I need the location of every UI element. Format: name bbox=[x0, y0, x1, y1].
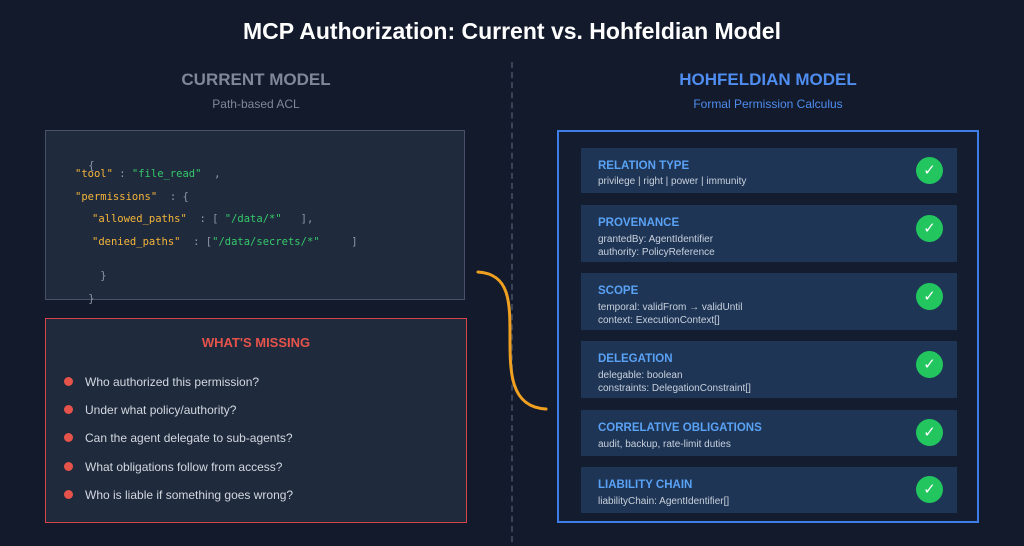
center-divider bbox=[511, 62, 513, 542]
bullet-dot-icon bbox=[64, 433, 73, 443]
hohfeldian-model-heading: HOHFELDIAN MODEL bbox=[679, 70, 857, 89]
card-title: PROVENANCE bbox=[598, 217, 680, 229]
code-token: ] bbox=[319, 236, 358, 248]
card-line: grantedBy: AgentIdentifier bbox=[598, 234, 714, 245]
connector-path bbox=[476, 270, 548, 411]
code-token: : bbox=[112, 168, 132, 180]
card-title: RELATION TYPE bbox=[598, 160, 690, 172]
code-line-4: "allowed_paths" : [ "/data/*" ], bbox=[92, 213, 313, 225]
code-line-5: "denied_paths" : ["/data/secrets/*" ] bbox=[92, 236, 358, 248]
code-line-3: "permissions" : { bbox=[75, 191, 189, 203]
whats-missing-panel: WHAT'S MISSING Who authorized this permi… bbox=[45, 318, 467, 523]
missing-item-label: Who is liable if something goes wrong? bbox=[85, 488, 294, 502]
scope-card: SCOPE temporal: validFrom → validUntil c… bbox=[581, 273, 957, 330]
whats-missing-title: WHAT'S MISSING bbox=[201, 335, 311, 350]
bullet-dot-icon bbox=[64, 377, 73, 387]
bullet-dot-icon bbox=[64, 490, 73, 500]
card-title: CORRELATIVE OBLIGATIONS bbox=[598, 422, 762, 434]
relation-type-card: RELATION TYPE privilege | right | power … bbox=[581, 148, 957, 193]
check-icon: ✓ bbox=[916, 476, 943, 503]
code-token: , bbox=[201, 168, 221, 180]
provenance-card: PROVENANCE grantedBy: AgentIdentifier au… bbox=[581, 205, 957, 262]
hohfeldian-panel: RELATION TYPE privilege | right | power … bbox=[557, 130, 979, 523]
acl-code-block: { "tool" : "file_read" , "permissions" :… bbox=[45, 130, 465, 305]
card-line: liabilityChain: AgentIdentifier[] bbox=[598, 496, 730, 507]
card-line: temporal: validFrom → validUntil bbox=[598, 302, 743, 313]
liability-chain-card: LIABILITY CHAIN liabilityChain: AgentIde… bbox=[581, 467, 957, 513]
current-model-subheading: Path-based ACL bbox=[212, 97, 300, 111]
code-token: "permissions" bbox=[75, 191, 158, 203]
code-token: "/data/secrets/*" bbox=[212, 236, 320, 248]
code-token: { bbox=[88, 160, 95, 172]
code-token: "file_read" bbox=[131, 168, 202, 180]
code-line-6: } bbox=[75, 258, 107, 294]
code-token: : [ bbox=[180, 236, 213, 248]
code-token: } bbox=[100, 270, 107, 282]
missing-item-label: Can the agent delegate to sub-agents? bbox=[85, 431, 293, 445]
check-icon: ✓ bbox=[916, 215, 943, 242]
code-line-2: "tool" : "file_read" , bbox=[75, 168, 220, 180]
card-title: DELEGATION bbox=[598, 353, 673, 365]
code-line-1: { bbox=[63, 148, 95, 184]
code-token: "allowed_paths" bbox=[92, 213, 187, 225]
missing-item-label: Under what policy/authority? bbox=[85, 403, 237, 417]
card-line: privilege | right | power | immunity bbox=[598, 176, 747, 187]
card-title: LIABILITY CHAIN bbox=[598, 479, 693, 491]
code-token: "denied_paths" bbox=[92, 236, 181, 248]
check-icon: ✓ bbox=[916, 351, 943, 378]
code-token: : [ bbox=[186, 213, 225, 225]
code-token: "/data/*" bbox=[224, 213, 282, 225]
missing-item: Who authorized this permission? bbox=[64, 375, 259, 389]
check-icon: ✓ bbox=[916, 419, 943, 446]
hohfeldian-model-subheading: Formal Permission Calculus bbox=[693, 97, 843, 111]
code-token: "tool" bbox=[75, 168, 113, 180]
check-icon: ✓ bbox=[916, 157, 943, 184]
missing-item: What obligations follow from access? bbox=[64, 460, 282, 474]
card-title: SCOPE bbox=[598, 285, 639, 297]
missing-item-label: Who authorized this permission? bbox=[85, 375, 260, 389]
code-line-7: } bbox=[63, 281, 95, 317]
code-token: : { bbox=[157, 191, 189, 203]
missing-item-label: What obligations follow from access? bbox=[85, 460, 283, 474]
card-line: audit, backup, rate-limit duties bbox=[598, 439, 731, 450]
missing-item: Under what policy/authority? bbox=[64, 403, 236, 417]
correlative-obligations-card: CORRELATIVE OBLIGATIONS audit, backup, r… bbox=[581, 410, 957, 456]
card-line: authority: PolicyReference bbox=[598, 247, 715, 258]
card-line: constraints: DelegationConstraint[] bbox=[598, 383, 751, 394]
delegation-card: DELEGATION delegable: boolean constraint… bbox=[581, 341, 957, 398]
missing-item: Who is liable if something goes wrong? bbox=[64, 488, 293, 502]
card-line: context: ExecutionContext[] bbox=[598, 315, 720, 326]
card-line: delegable: boolean bbox=[598, 370, 683, 381]
code-token: } bbox=[88, 293, 95, 305]
bullet-dot-icon bbox=[64, 462, 73, 472]
current-model-heading: CURRENT MODEL bbox=[181, 70, 331, 89]
bullet-dot-icon bbox=[64, 405, 73, 415]
check-icon: ✓ bbox=[916, 283, 943, 310]
connector-curve bbox=[476, 270, 548, 411]
code-token: ], bbox=[281, 213, 314, 225]
missing-item: Can the agent delegate to sub-agents? bbox=[64, 431, 293, 445]
page-title: MCP Authorization: Current vs. Hohfeldia… bbox=[243, 18, 781, 44]
